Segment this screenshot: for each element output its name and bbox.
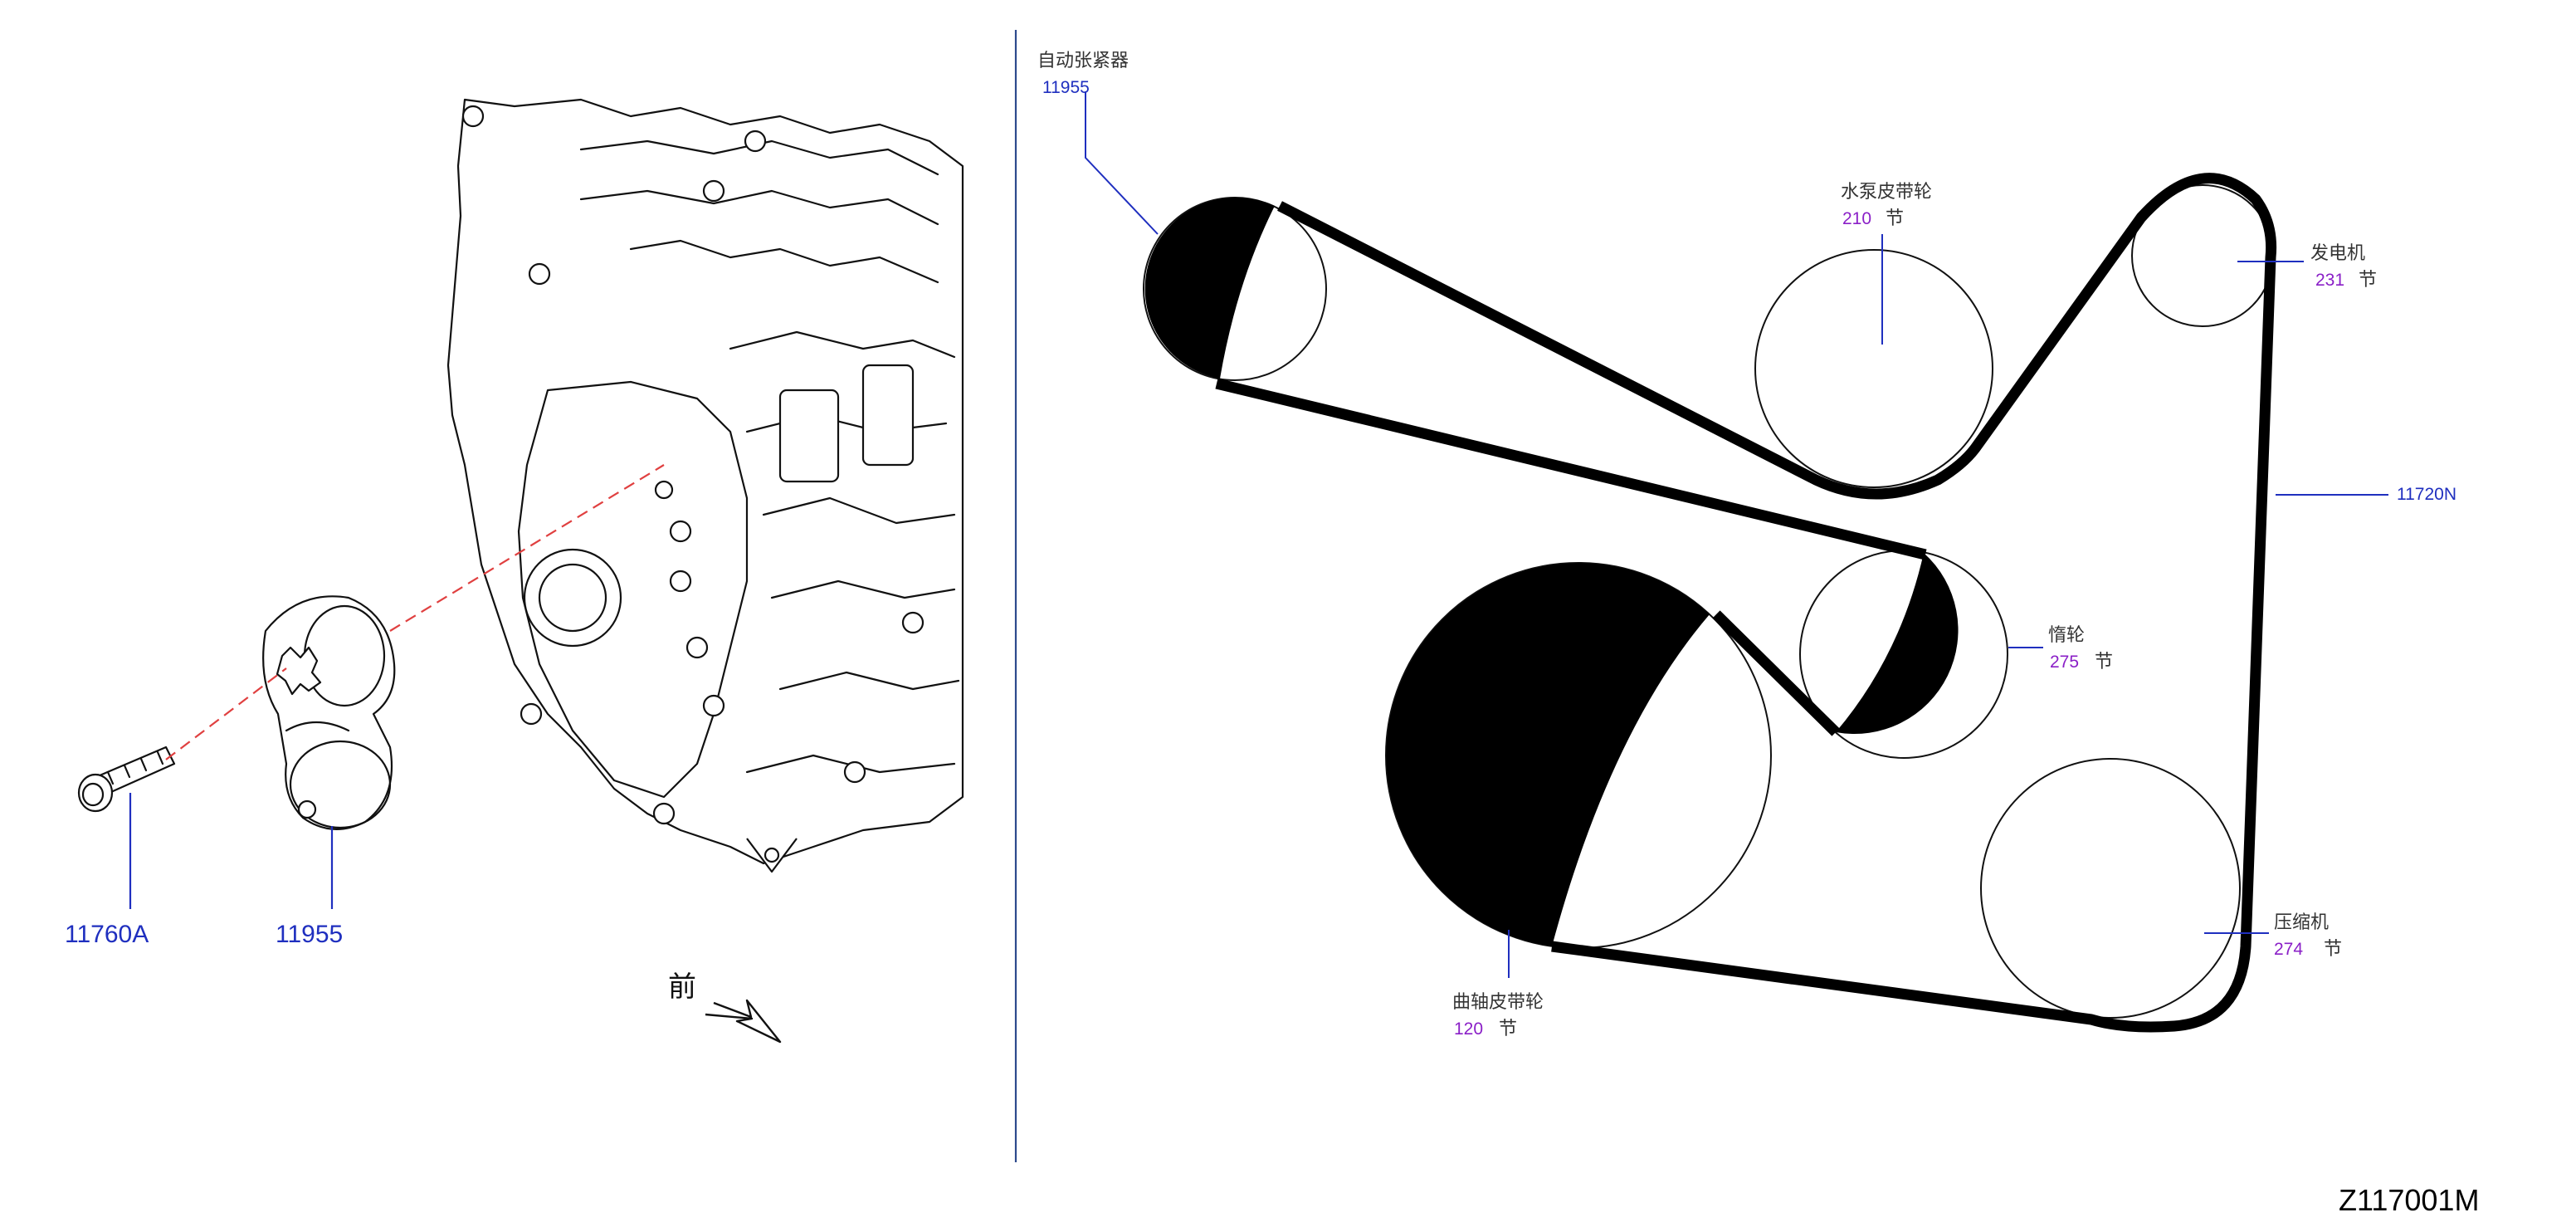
drive-belt — [1215, 173, 2277, 1033]
idler-name: 惰轮 — [2048, 625, 2085, 646]
belt-routing — [1143, 173, 2277, 1033]
idler-value: 275 — [2050, 653, 2079, 672]
part-number-11955-left: 11955 — [276, 921, 343, 948]
compressor-name: 压缩机 — [2274, 912, 2329, 933]
tensioner-assembly — [262, 595, 396, 830]
compressor-unit: 节 — [2324, 939, 2342, 960]
idler-pulley-wrap — [1836, 553, 1959, 735]
crankshaft-callout: 曲轴皮带轮 120 节 — [1452, 930, 1544, 1039]
diagram-code: Z117001M — [2339, 1183, 2479, 1217]
bolt-illustration — [77, 746, 176, 813]
alternator-unit: 节 — [2359, 270, 2377, 291]
water-pump-callout: 水泵皮带轮 210 节 — [1841, 182, 1932, 345]
alignment-dashed-line — [165, 464, 665, 760]
idler-callout: 惰轮 275 节 — [2008, 625, 2113, 672]
tensioner-part-number: 11955 — [1042, 78, 1090, 97]
alternator-value: 231 — [2315, 271, 2344, 290]
water-pump-pulley — [1754, 249, 1993, 488]
water-pump-unit: 节 — [1886, 208, 1904, 229]
part-number-11760A: 11760A — [65, 921, 149, 948]
compressor-pulley — [1980, 758, 2241, 1019]
alternator-name: 发电机 — [2310, 243, 2365, 264]
tensioner-pulley-wrap — [1144, 197, 1275, 379]
crankshaft-unit: 节 — [1499, 1019, 1517, 1039]
front-label: 前 — [668, 970, 696, 1004]
crankshaft-value: 120 — [1454, 1019, 1483, 1039]
belt-callout: 11720N — [2276, 485, 2456, 504]
alternator-callout: 发电机 231 节 — [2237, 243, 2377, 291]
belt-part-number: 11720N — [2397, 485, 2456, 504]
water-pump-value: 210 — [1842, 209, 1871, 228]
crankshaft-pulley-wrap — [1386, 563, 1710, 946]
compressor-callout: 压缩机 274 节 — [2204, 912, 2342, 960]
front-arrow-icon — [705, 999, 782, 1044]
engine-illustration — [446, 98, 964, 873]
water-pump-name: 水泵皮带轮 — [1841, 182, 1932, 203]
tensioner-callout: 自动张紧器 11955 — [1037, 51, 1159, 235]
idler-unit: 节 — [2095, 652, 2113, 672]
crankshaft-name: 曲轴皮带轮 — [1452, 992, 1544, 1013]
compressor-value: 274 — [2274, 940, 2303, 959]
tensioner-name: 自动张紧器 — [1037, 51, 1129, 71]
